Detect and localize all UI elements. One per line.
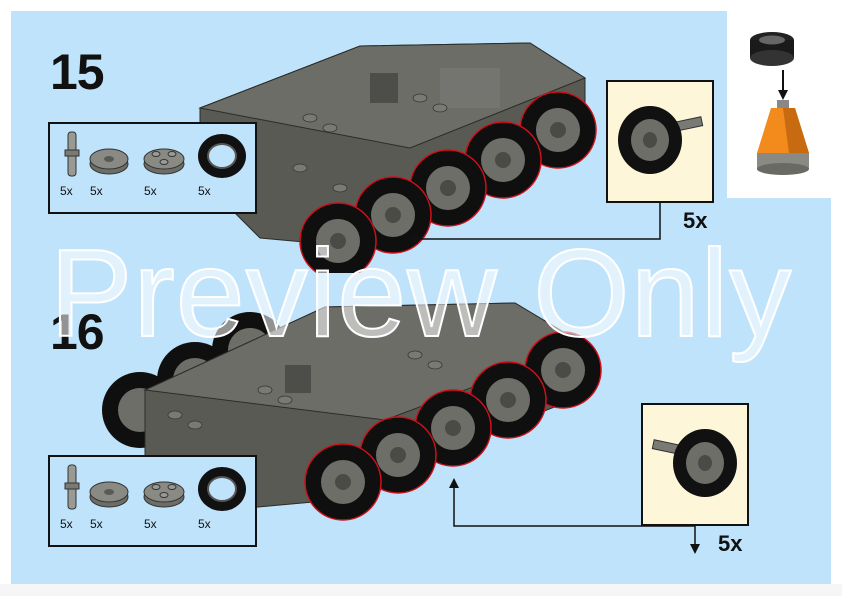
part-quantity: 5x: [60, 517, 73, 531]
part-quantity: 5x: [198, 517, 211, 531]
part-quantity: 5x: [60, 184, 73, 198]
wheel-assembly-icon: [618, 106, 704, 174]
parts-list: 5x 5x 5x 5x: [48, 122, 257, 214]
wheel-callout: [606, 80, 714, 203]
round-plate-studded-icon: [142, 140, 186, 178]
callout-multiplier: 5x: [683, 208, 708, 233]
part-quantity: 5x: [90, 517, 103, 531]
wheel-row-step16: [304, 331, 602, 521]
subassembly-inset: [727, 8, 837, 198]
pin-icon: [62, 463, 82, 515]
step-number: 16: [50, 304, 105, 360]
pin-icon: [62, 130, 82, 182]
placement-arrow-step16: [449, 478, 700, 554]
tire-icon: [196, 463, 248, 515]
part-quantity: 5x: [198, 184, 211, 198]
callout-multiplier: 5x: [718, 531, 743, 556]
part-quantity: 5x: [144, 517, 157, 531]
placement-arrow-step15: [408, 202, 661, 244]
page-footer-strip: [0, 584, 842, 596]
part-quantity: 5x: [90, 184, 103, 198]
cone-subassembly-illustration: [750, 32, 809, 175]
vehicle-chassis-step15: [198, 42, 597, 273]
tire-icon: [196, 130, 248, 182]
wheel-callout: [641, 403, 749, 526]
part-quantity: 5x: [144, 184, 157, 198]
step-number: 15: [50, 44, 105, 100]
round-plate-icon: [88, 144, 130, 178]
vehicle-chassis-step16: [102, 302, 602, 521]
wheel-assembly-icon: [651, 429, 737, 497]
wheel-row-step15: [299, 91, 597, 273]
round-plate-icon: [88, 477, 130, 511]
round-plate-studded-icon: [142, 473, 186, 511]
parts-list: 5x 5x 5x 5x: [48, 455, 257, 547]
